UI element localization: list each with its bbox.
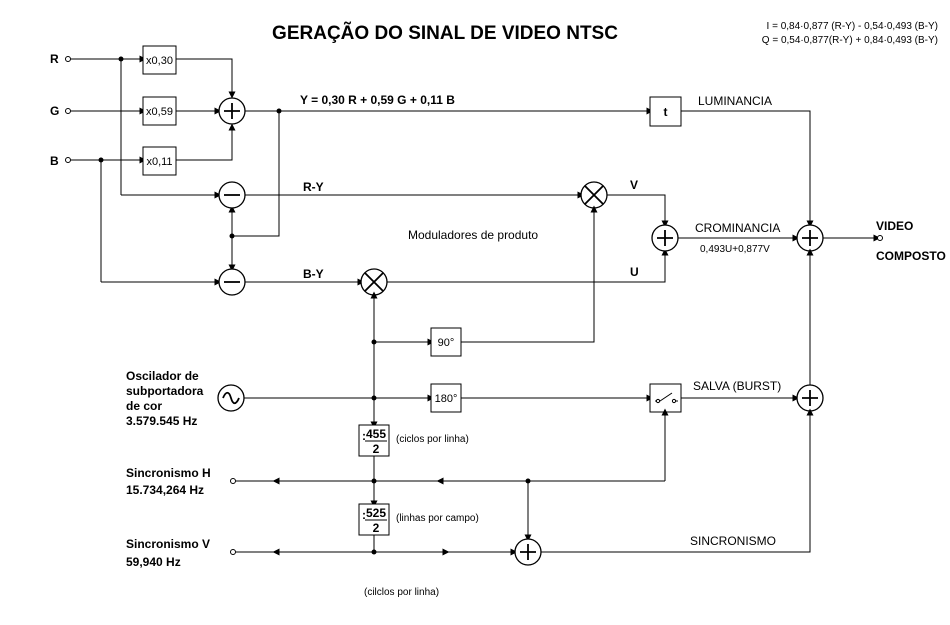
input-b-terminal	[65, 157, 71, 163]
gain-g-label: x0,59	[146, 106, 173, 118]
gain-block-b	[142, 146, 177, 176]
input-b-label: B	[50, 154, 59, 168]
sync-v-freq: 59,940 Hz	[126, 555, 181, 569]
equation-q: Q = 0,54·0,877(R-Y) + 0,84·0,493 (B-Y)	[762, 35, 938, 46]
plus-icon	[224, 103, 240, 119]
wire-90-to-v	[461, 205, 598, 343]
plus-icon	[657, 230, 673, 246]
chroma-label: CROMINANCIA	[695, 221, 780, 235]
delay-label: t	[664, 105, 668, 119]
delay-block	[649, 96, 682, 127]
lines-per-field-label: (linhas por campo)	[396, 513, 479, 524]
input-g-label: G	[50, 104, 59, 118]
multiply-icon	[584, 185, 604, 205]
video-out-terminal	[877, 235, 883, 241]
switch-contact	[671, 398, 677, 404]
multiply-icon	[364, 272, 384, 292]
luminance-label: LUMINANCIA	[698, 94, 772, 108]
v-label: V	[630, 178, 638, 192]
phase-180-block	[430, 383, 462, 413]
u-label: U	[630, 265, 639, 279]
oscillator-line3: de cor	[126, 399, 162, 413]
sync-h-terminal	[230, 478, 236, 484]
divide-sign: :	[362, 508, 366, 522]
wire-delayed-y	[681, 110, 814, 228]
sync-h-name: Sincronismo H	[126, 466, 211, 480]
cycles-per-line-note: (cilclos por linha)	[364, 587, 439, 598]
wire-gb-to-sum	[176, 123, 236, 161]
burst-label: SALVA (BURST)	[693, 379, 781, 393]
phase-90-block	[430, 327, 462, 357]
divide-sign: :	[362, 429, 366, 443]
sync-label: SINCRONISMO	[690, 534, 776, 548]
phase-180-label: 180°	[435, 393, 458, 405]
divider-455-num: 455	[366, 427, 386, 441]
video-label: VIDEO	[876, 219, 913, 233]
page-title: GERAÇÃO DO SINAL DE VIDEO NTSC	[272, 22, 618, 44]
sine-wave-icon	[222, 391, 240, 405]
oscillator-line1: Oscilador de	[126, 369, 199, 383]
gain-block-r	[142, 45, 177, 75]
chroma-formula: 0,493U+0,877V	[700, 244, 770, 255]
plus-icon	[520, 544, 536, 560]
plus-icon	[802, 390, 818, 406]
divider-525-num: 525	[366, 506, 386, 520]
ry-label: R-Y	[303, 180, 324, 194]
sync-v-name: Sincronismo V	[126, 537, 210, 551]
input-r-label: R	[50, 52, 59, 66]
burst-switch	[649, 383, 682, 413]
composto-label: COMPOSTO	[876, 249, 946, 263]
by-label: B-Y	[303, 267, 324, 281]
sync-v-terminal	[230, 549, 236, 555]
wire-u	[387, 248, 669, 283]
sync-h-freq: 15.734,264 Hz	[126, 483, 204, 497]
gain-r-label: x0,30	[146, 55, 173, 67]
wire-sync-to-burst-adder	[541, 408, 814, 553]
oscillator-freq: 3.579.545 Hz	[126, 414, 197, 428]
divider-455-den: 2	[373, 442, 380, 456]
input-r-terminal	[65, 56, 71, 62]
y-equation: Y = 0,30 R + 0,59 G + 0,11 B	[300, 93, 455, 107]
plus-icon	[802, 230, 818, 246]
junction-sync-v	[371, 549, 377, 555]
gain-b-label: x0,11	[146, 156, 172, 168]
oscillator-line2: subportadora	[126, 384, 204, 398]
phase-90-label: 90°	[438, 337, 455, 349]
wire-y-down	[232, 111, 280, 237]
switch-contact	[655, 398, 661, 404]
wire-gr-to-sum	[176, 58, 236, 99]
input-g-terminal	[65, 108, 71, 114]
equation-i: I = 0,84·0,877 (R-Y) - 0,54·0,493 (B-Y)	[767, 21, 938, 32]
cycles-per-line-label: (ciclos por linha)	[396, 434, 469, 445]
wire-v	[607, 194, 669, 228]
modulators-label: Moduladores de produto	[408, 228, 538, 242]
divider-525-den: 2	[373, 521, 380, 535]
